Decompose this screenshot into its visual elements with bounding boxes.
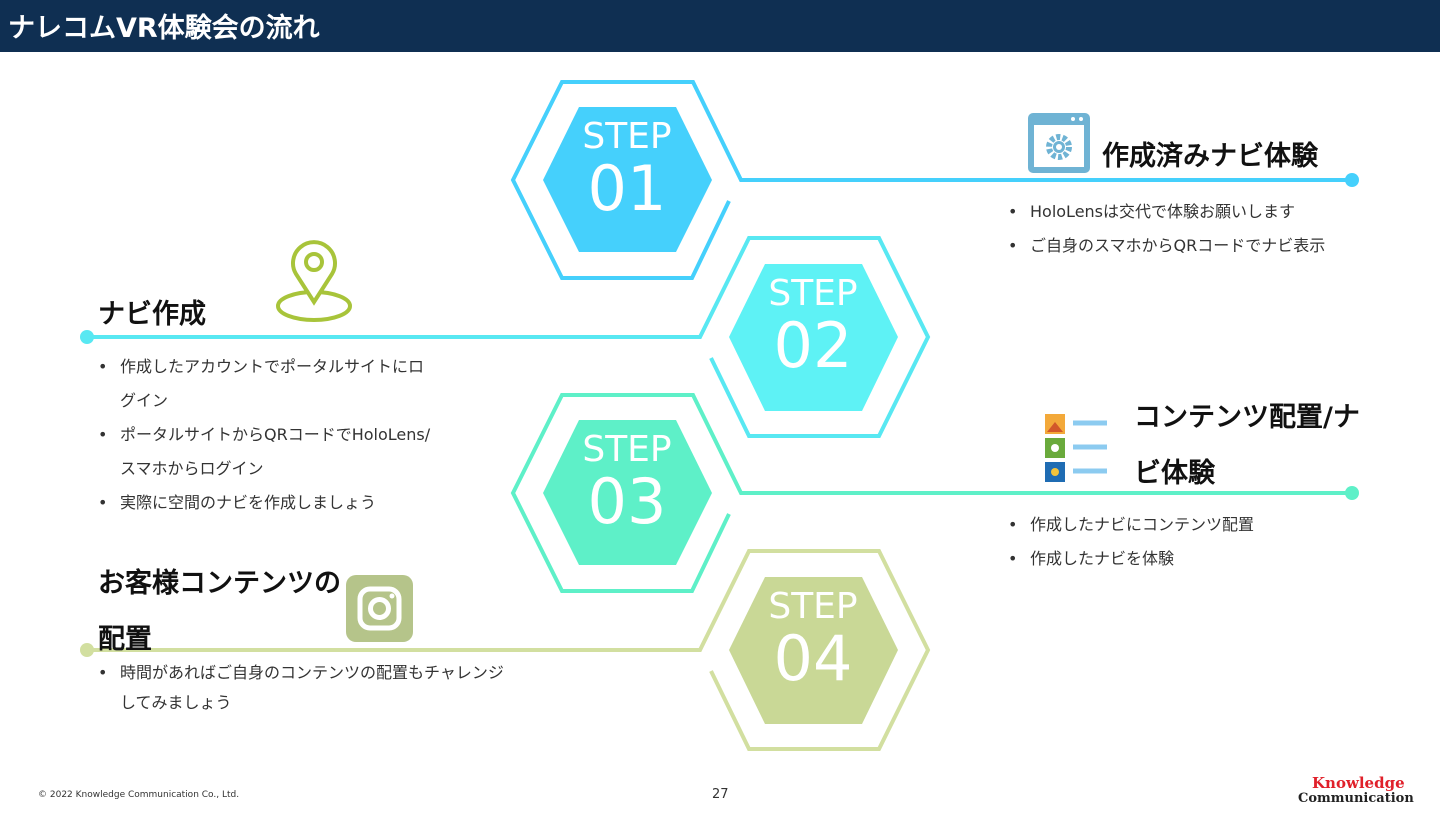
- step-01-bullets: HoloLensは交代で体験お願いします ご自身のスマホからQRコードでナビ表示: [1008, 195, 1325, 263]
- copyright: © 2022 Knowledge Communication Co., Ltd.: [38, 790, 240, 800]
- content-list-icon: [1045, 414, 1107, 482]
- instagram-icon: [346, 575, 413, 642]
- step-03-heading: コンテンツ配置/ナビ体験: [1134, 402, 1360, 489]
- map-pin-icon: [276, 240, 352, 322]
- bullet: 作成したナビにコンテンツ配置: [1008, 508, 1254, 542]
- step-02-bullets: 作成したアカウントでポータルサイトにログイン ポータルサイトからQRコードでHo…: [98, 350, 438, 520]
- bullet: 実際に空間のナビを作成しましょう: [98, 486, 438, 520]
- step-02-hex: [80, 236, 931, 438]
- step-02-heading: ナビ作成: [98, 299, 206, 330]
- bullet: ポータルサイトからQRコードでHoloLens/スマホからログイン: [98, 418, 438, 486]
- bullet: 作成したアカウントでポータルサイトにログイン: [98, 350, 438, 418]
- step-04-bullets: 時間があればご自身のコンテンツの配置もチャレンジしてみましょう: [98, 658, 508, 718]
- page-title: ナレコムVR体験会の流れ: [8, 13, 320, 44]
- step-03-bullets: 作成したナビにコンテンツ配置 作成したナビを体験: [1008, 508, 1254, 576]
- step-03-hex: [510, 393, 1359, 593]
- page-number: 27: [712, 787, 729, 802]
- bullet: 作成したナビを体験: [1008, 542, 1254, 576]
- step-04-heading: お客様コンテンツの配置: [98, 568, 341, 655]
- title-bar: ナレコムVR体験会の流れ: [0, 0, 1440, 52]
- step-01-hex: [510, 80, 1359, 280]
- step-04-hex: [80, 549, 931, 751]
- step-01-heading: 作成済みナビ体験: [1102, 141, 1318, 172]
- settings-window-icon: [1028, 113, 1090, 173]
- bullet: HoloLensは交代で体験お願いします: [1008, 195, 1325, 229]
- bullet: 時間があればご自身のコンテンツの配置もチャレンジしてみましょう: [98, 658, 508, 718]
- company-logo: Knowledge Communication: [1298, 774, 1414, 807]
- bullet: ご自身のスマホからQRコードでナビ表示: [1008, 229, 1325, 263]
